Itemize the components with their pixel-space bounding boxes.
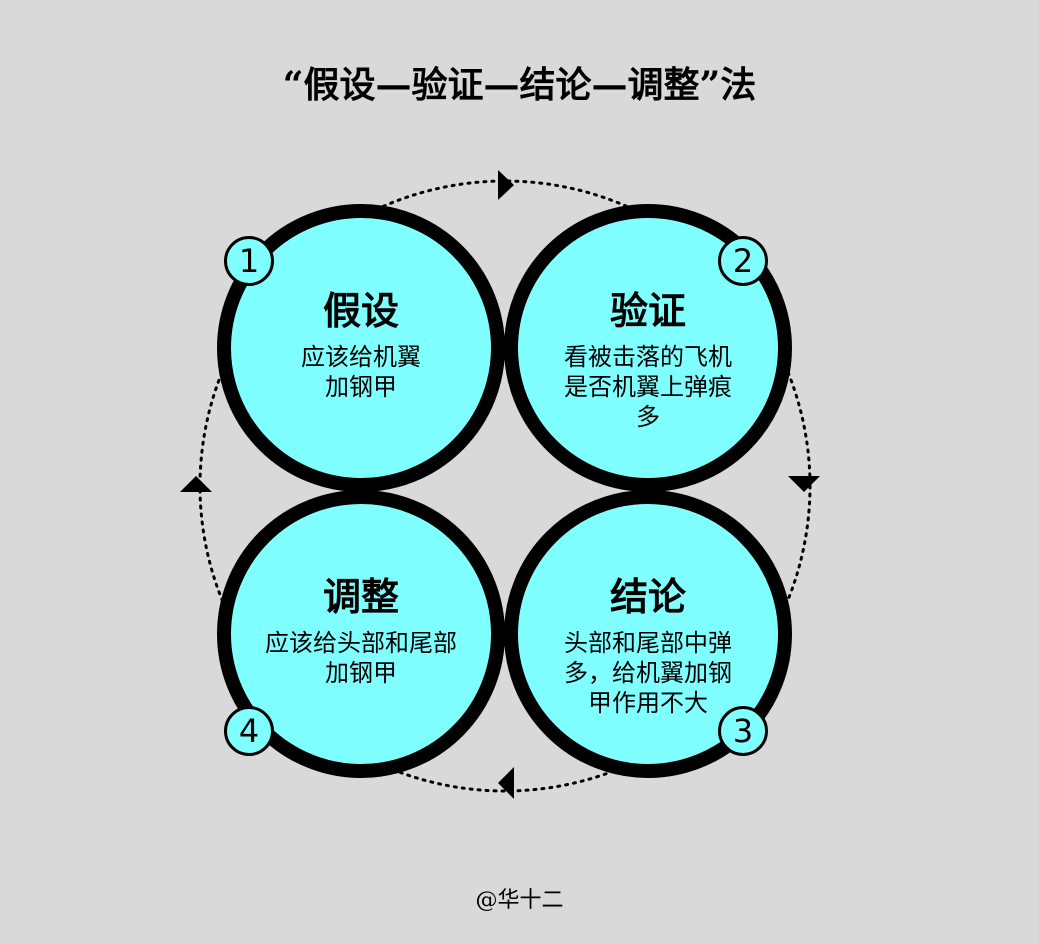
step-number-badge-3: 3 — [718, 706, 768, 756]
step-text: 看被击落的飞机是否机翼上弹痕多 — [564, 343, 732, 431]
step-text: 应该给头部和尾部加钢甲 — [265, 629, 457, 687]
diagram-title: “假设—验证—结论—调整”法 — [282, 64, 757, 106]
author-credit: @华十二 — [475, 888, 564, 913]
step-text: 应该给机翼加钢甲 — [301, 343, 421, 401]
step-heading: 调整 — [322, 574, 399, 619]
step-number-badge-4: 4 — [224, 706, 274, 756]
step-number-badge-2: 2 — [718, 236, 768, 286]
step-text: 头部和尾部中弹多，给机翼加钢甲作用不大 — [564, 629, 732, 717]
arrow-up-icon — [180, 476, 212, 492]
step-number-badge-1: 1 — [224, 236, 274, 286]
step-heading: 假设 — [322, 288, 399, 333]
arrow-down-icon — [788, 476, 820, 492]
arrow-left-icon — [498, 767, 514, 799]
arrow-right-icon — [498, 170, 514, 200]
step-heading: 结论 — [609, 574, 686, 619]
step-heading: 验证 — [609, 288, 686, 333]
